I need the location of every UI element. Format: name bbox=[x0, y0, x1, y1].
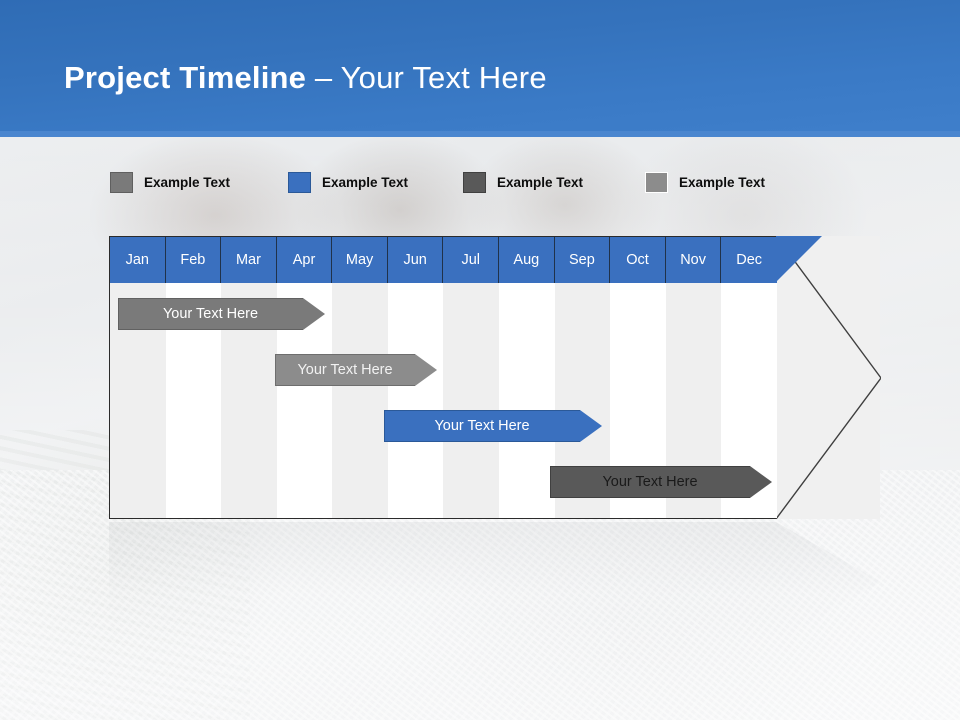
timeline-column-jul: Jul bbox=[443, 237, 500, 518]
header-arrow-cap bbox=[776, 236, 822, 282]
legend-item-2[interactable]: Example Text bbox=[288, 168, 408, 196]
month-label: Dec bbox=[736, 252, 763, 268]
page-title: Project Timeline – Your Text Here bbox=[64, 60, 547, 96]
task-bar-body bbox=[118, 298, 303, 330]
month-label: Feb bbox=[180, 252, 206, 268]
month-label: Oct bbox=[626, 252, 649, 268]
month-header-jan[interactable]: Jan bbox=[110, 237, 166, 283]
month-header-dec[interactable]: Dec bbox=[721, 237, 777, 283]
task-bar-arrow-tip bbox=[750, 466, 772, 498]
month-header-jul[interactable]: Jul bbox=[443, 237, 500, 283]
month-header-jun[interactable]: Jun bbox=[387, 237, 444, 283]
month-label: Nov bbox=[680, 252, 706, 268]
task-bar-3[interactable]: Your Text Here bbox=[384, 410, 602, 442]
month-header-oct[interactable]: Oct bbox=[610, 237, 666, 283]
month-label: May bbox=[345, 252, 374, 268]
legend-swatch-3 bbox=[463, 171, 486, 193]
page-title-light: Your Text Here bbox=[340, 60, 547, 95]
task-bar-1[interactable]: Your Text Here bbox=[118, 298, 325, 330]
month-header-may[interactable]: May bbox=[332, 237, 388, 283]
timeline-column-feb: Feb bbox=[165, 237, 222, 518]
month-header-nov[interactable]: Nov bbox=[665, 237, 722, 283]
month-label: Jul bbox=[461, 252, 481, 268]
month-header-feb[interactable]: Feb bbox=[165, 237, 222, 283]
legend-swatch-4 bbox=[645, 171, 668, 193]
timeline-column-aug: Aug bbox=[499, 237, 555, 518]
legend: Example Text Example Text Example Text Exam… bbox=[110, 168, 810, 196]
legend-item-3[interactable]: Example Text bbox=[463, 168, 583, 196]
page-title-bold: Project Timeline bbox=[64, 60, 307, 95]
timeline-column-mar: Mar bbox=[221, 237, 277, 518]
month-header-aug[interactable]: Aug bbox=[499, 237, 555, 283]
task-bar-body bbox=[550, 466, 750, 498]
task-bar-body bbox=[275, 354, 415, 386]
month-label: Jun bbox=[403, 252, 427, 268]
month-header-mar[interactable]: Mar bbox=[221, 237, 277, 283]
legend-label-3: Example Text bbox=[497, 174, 584, 190]
month-label: Aug bbox=[513, 252, 540, 268]
title-banner: Project Timeline – Your Text Here bbox=[0, 0, 960, 137]
timeline-reflection bbox=[109, 522, 881, 642]
legend-swatch-1 bbox=[110, 171, 133, 193]
legend-label-2: Example Text bbox=[322, 174, 409, 190]
legend-item-1[interactable]: Example Text bbox=[110, 168, 230, 196]
task-bar-2[interactable]: Your Text Here bbox=[275, 354, 437, 386]
legend-item-4[interactable]: Example Text bbox=[645, 168, 765, 196]
month-label: Jan bbox=[125, 252, 149, 268]
month-header-sep[interactable]: Sep bbox=[554, 237, 611, 283]
legend-swatch-2 bbox=[288, 171, 311, 193]
task-bar-arrow-tip bbox=[580, 410, 602, 442]
month-label: Sep bbox=[569, 252, 595, 268]
legend-label-1: Example Text bbox=[144, 174, 231, 190]
task-bar-arrow-tip bbox=[303, 298, 325, 330]
legend-label-4: Example Text bbox=[679, 174, 766, 190]
task-bar-arrow-tip bbox=[415, 354, 437, 386]
month-header-apr[interactable]: Apr bbox=[276, 237, 333, 283]
page-title-separator: – bbox=[306, 60, 341, 95]
task-bar-body bbox=[384, 410, 580, 442]
timeline-column-jan: Jan bbox=[110, 237, 166, 518]
task-bar-4[interactable]: Your Text Here bbox=[550, 466, 772, 498]
month-label: Mar bbox=[235, 252, 261, 268]
month-label: Apr bbox=[292, 252, 316, 268]
